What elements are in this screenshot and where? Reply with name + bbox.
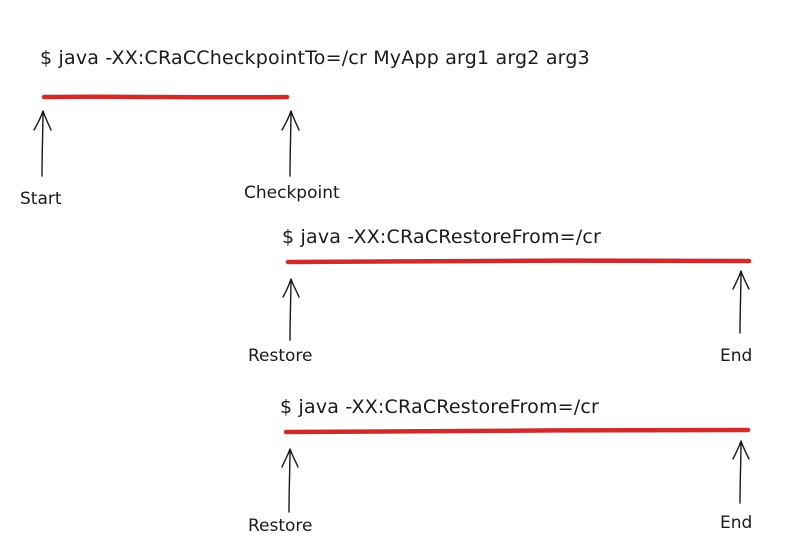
label-checkpoint: Checkpoint <box>244 183 340 203</box>
restore-2-arrow-icon <box>281 448 299 513</box>
timeline-restore-2 <box>283 427 751 435</box>
checkpoint-arrow-icon <box>281 110 300 177</box>
label-end-2: End <box>720 513 752 533</box>
label-start: Start <box>20 189 62 209</box>
row-restore-2: $ java -XX:CRaCRestoreFrom=/cr Restore E… <box>248 396 752 536</box>
row-restore-1: $ java -XX:CRaCRestoreFrom=/cr Restore E… <box>248 226 752 366</box>
label-restore-2: Restore <box>248 516 313 536</box>
command-restore-2: $ java -XX:CRaCRestoreFrom=/cr <box>280 396 599 418</box>
timeline-restore-1 <box>285 258 752 265</box>
end-1-arrow-icon <box>732 270 750 334</box>
command-checkpoint: $ java -XX:CRaCCheckpointTo=/cr MyApp ar… <box>40 47 590 69</box>
label-restore-1: Restore <box>248 346 313 366</box>
command-restore-1: $ java -XX:CRaCRestoreFrom=/cr <box>282 226 601 248</box>
restore-1-arrow-icon <box>282 278 300 341</box>
label-end-1: End <box>720 346 752 366</box>
row-checkpoint: $ java -XX:CRaCCheckpointTo=/cr MyApp ar… <box>20 47 590 209</box>
start-arrow-icon <box>33 110 52 177</box>
timeline-checkpoint <box>41 94 290 100</box>
end-2-arrow-icon <box>732 440 750 504</box>
